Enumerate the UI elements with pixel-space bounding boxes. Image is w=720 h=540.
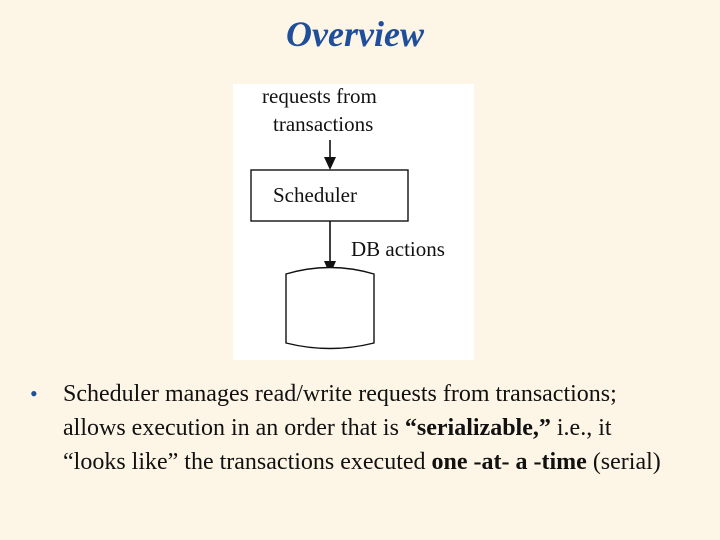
scheduler-label: Scheduler [273,183,357,207]
bullet-text-part1: Scheduler manages read/write requests fr… [63,381,617,441]
bullet-text-part3: (serial) [586,449,661,475]
diagram-canvas: requests from transactions Scheduler DB … [250,84,445,350]
database-icon [285,266,375,350]
bullet-text-part2: i.e., it “looks like” the transactions e… [63,415,612,475]
bullet-text: Scheduler manages read/write requests fr… [63,377,668,479]
scheduler-diagram: requests from transactions Scheduler DB … [233,84,474,360]
one-at-a-time-phrase: one -at- a -time [431,449,587,475]
slide-title: Overview [286,14,424,54]
input-label-line1: requests from [262,84,377,108]
serializable-term: “serializable,” [404,415,551,441]
bullet-marker: • [30,381,38,406]
input-label-line2: transactions [273,112,373,136]
input-arrow-head [324,157,336,170]
output-label: DB actions [351,237,445,261]
